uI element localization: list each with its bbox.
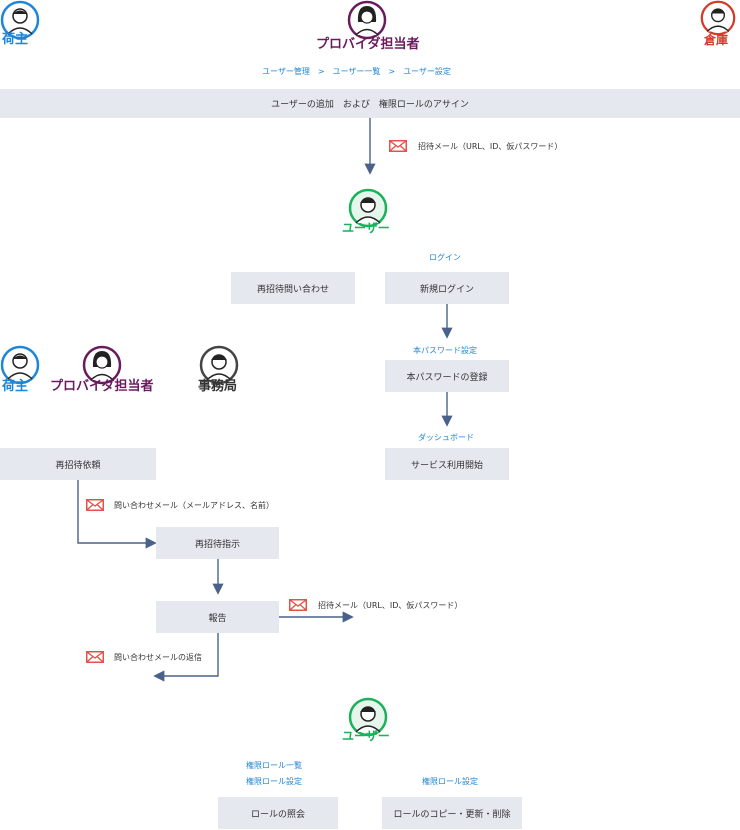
provider-actor-top: プロバイダ担当者 <box>310 0 440 52</box>
person-icon <box>348 697 388 737</box>
person-icon <box>700 0 736 36</box>
person-icon <box>82 345 122 385</box>
warehouse-name-top: 倉庫 <box>704 33 729 47</box>
screen-role-setting-right: 権限ロール設定 <box>422 777 478 786</box>
breadcrumb: ユーザー管理 > ユーザー一覧 > ユーザー設定 <box>262 67 451 76</box>
screen-login: ログイン <box>429 253 461 262</box>
provider-name-top: プロバイダ担当者 <box>316 37 420 52</box>
provider-actor-mid: プロバイダ担当者 <box>48 345 168 397</box>
role-view-box: ロールの照会 <box>218 797 338 829</box>
person-icon <box>0 0 40 40</box>
role-edit-box: ロールのコピー・更新・削除 <box>382 797 522 829</box>
user-name-1: ユーザー <box>342 221 390 235</box>
mail-icon <box>86 499 104 511</box>
new-login-box: 新規ログイン <box>385 272 509 304</box>
invite-mail-note-1: 招待メール（URL、ID、仮パスワード） <box>418 142 563 151</box>
inquiry-mail-note: 問い合わせメール（メールアドレス、名前） <box>114 501 274 510</box>
screen-role-list: 権限ロール一覧 <box>246 761 302 770</box>
provider-name-mid: プロバイダ担当者 <box>50 379 154 394</box>
user-actor-1: ユーザー <box>340 188 400 238</box>
service-start-box: サービス利用開始 <box>385 448 509 480</box>
office-actor-mid: 事務局 <box>196 345 246 397</box>
reinvite-instruction-box: 再招待指示 <box>156 527 279 559</box>
person-icon <box>347 0 387 40</box>
shipper-name-top: 荷主 <box>2 32 29 47</box>
mail-icon <box>389 140 407 152</box>
reinvite-inquiry-box: 再招待問い合わせ <box>231 272 355 304</box>
person-icon <box>348 188 388 228</box>
assign-user-box: ユーザーの追加 および 権限ロールのアサイン <box>0 89 740 118</box>
person-icon <box>199 345 239 385</box>
user-actor-2: ユーザー <box>340 697 400 747</box>
report-box: 報告 <box>156 601 279 633</box>
warehouse-actor-top: 倉庫 <box>698 0 740 50</box>
screen-dashboard: ダッシュボード <box>418 433 474 442</box>
screen-password-setting: 本パスワード設定 <box>413 346 477 355</box>
office-name-mid: 事務局 <box>198 379 238 394</box>
invite-mail-note-2: 招待メール（URL、ID、仮パスワード） <box>318 601 463 610</box>
shipper-name-mid: 荷主 <box>2 379 29 394</box>
mail-icon <box>289 599 307 611</box>
reinvite-request-box: 再招待依頼 <box>0 448 156 480</box>
inquiry-reply-note: 問い合わせメールの返信 <box>114 653 202 662</box>
screen-role-setting-left: 権限ロール設定 <box>246 777 302 786</box>
mail-icon <box>86 651 104 663</box>
shipper-actor-top: 荷主 <box>0 0 50 50</box>
user-name-2: ユーザー <box>342 729 390 743</box>
shipper-actor-mid: 荷主 <box>0 345 50 395</box>
person-icon <box>0 345 40 385</box>
register-password-box: 本パスワードの登録 <box>385 360 509 392</box>
